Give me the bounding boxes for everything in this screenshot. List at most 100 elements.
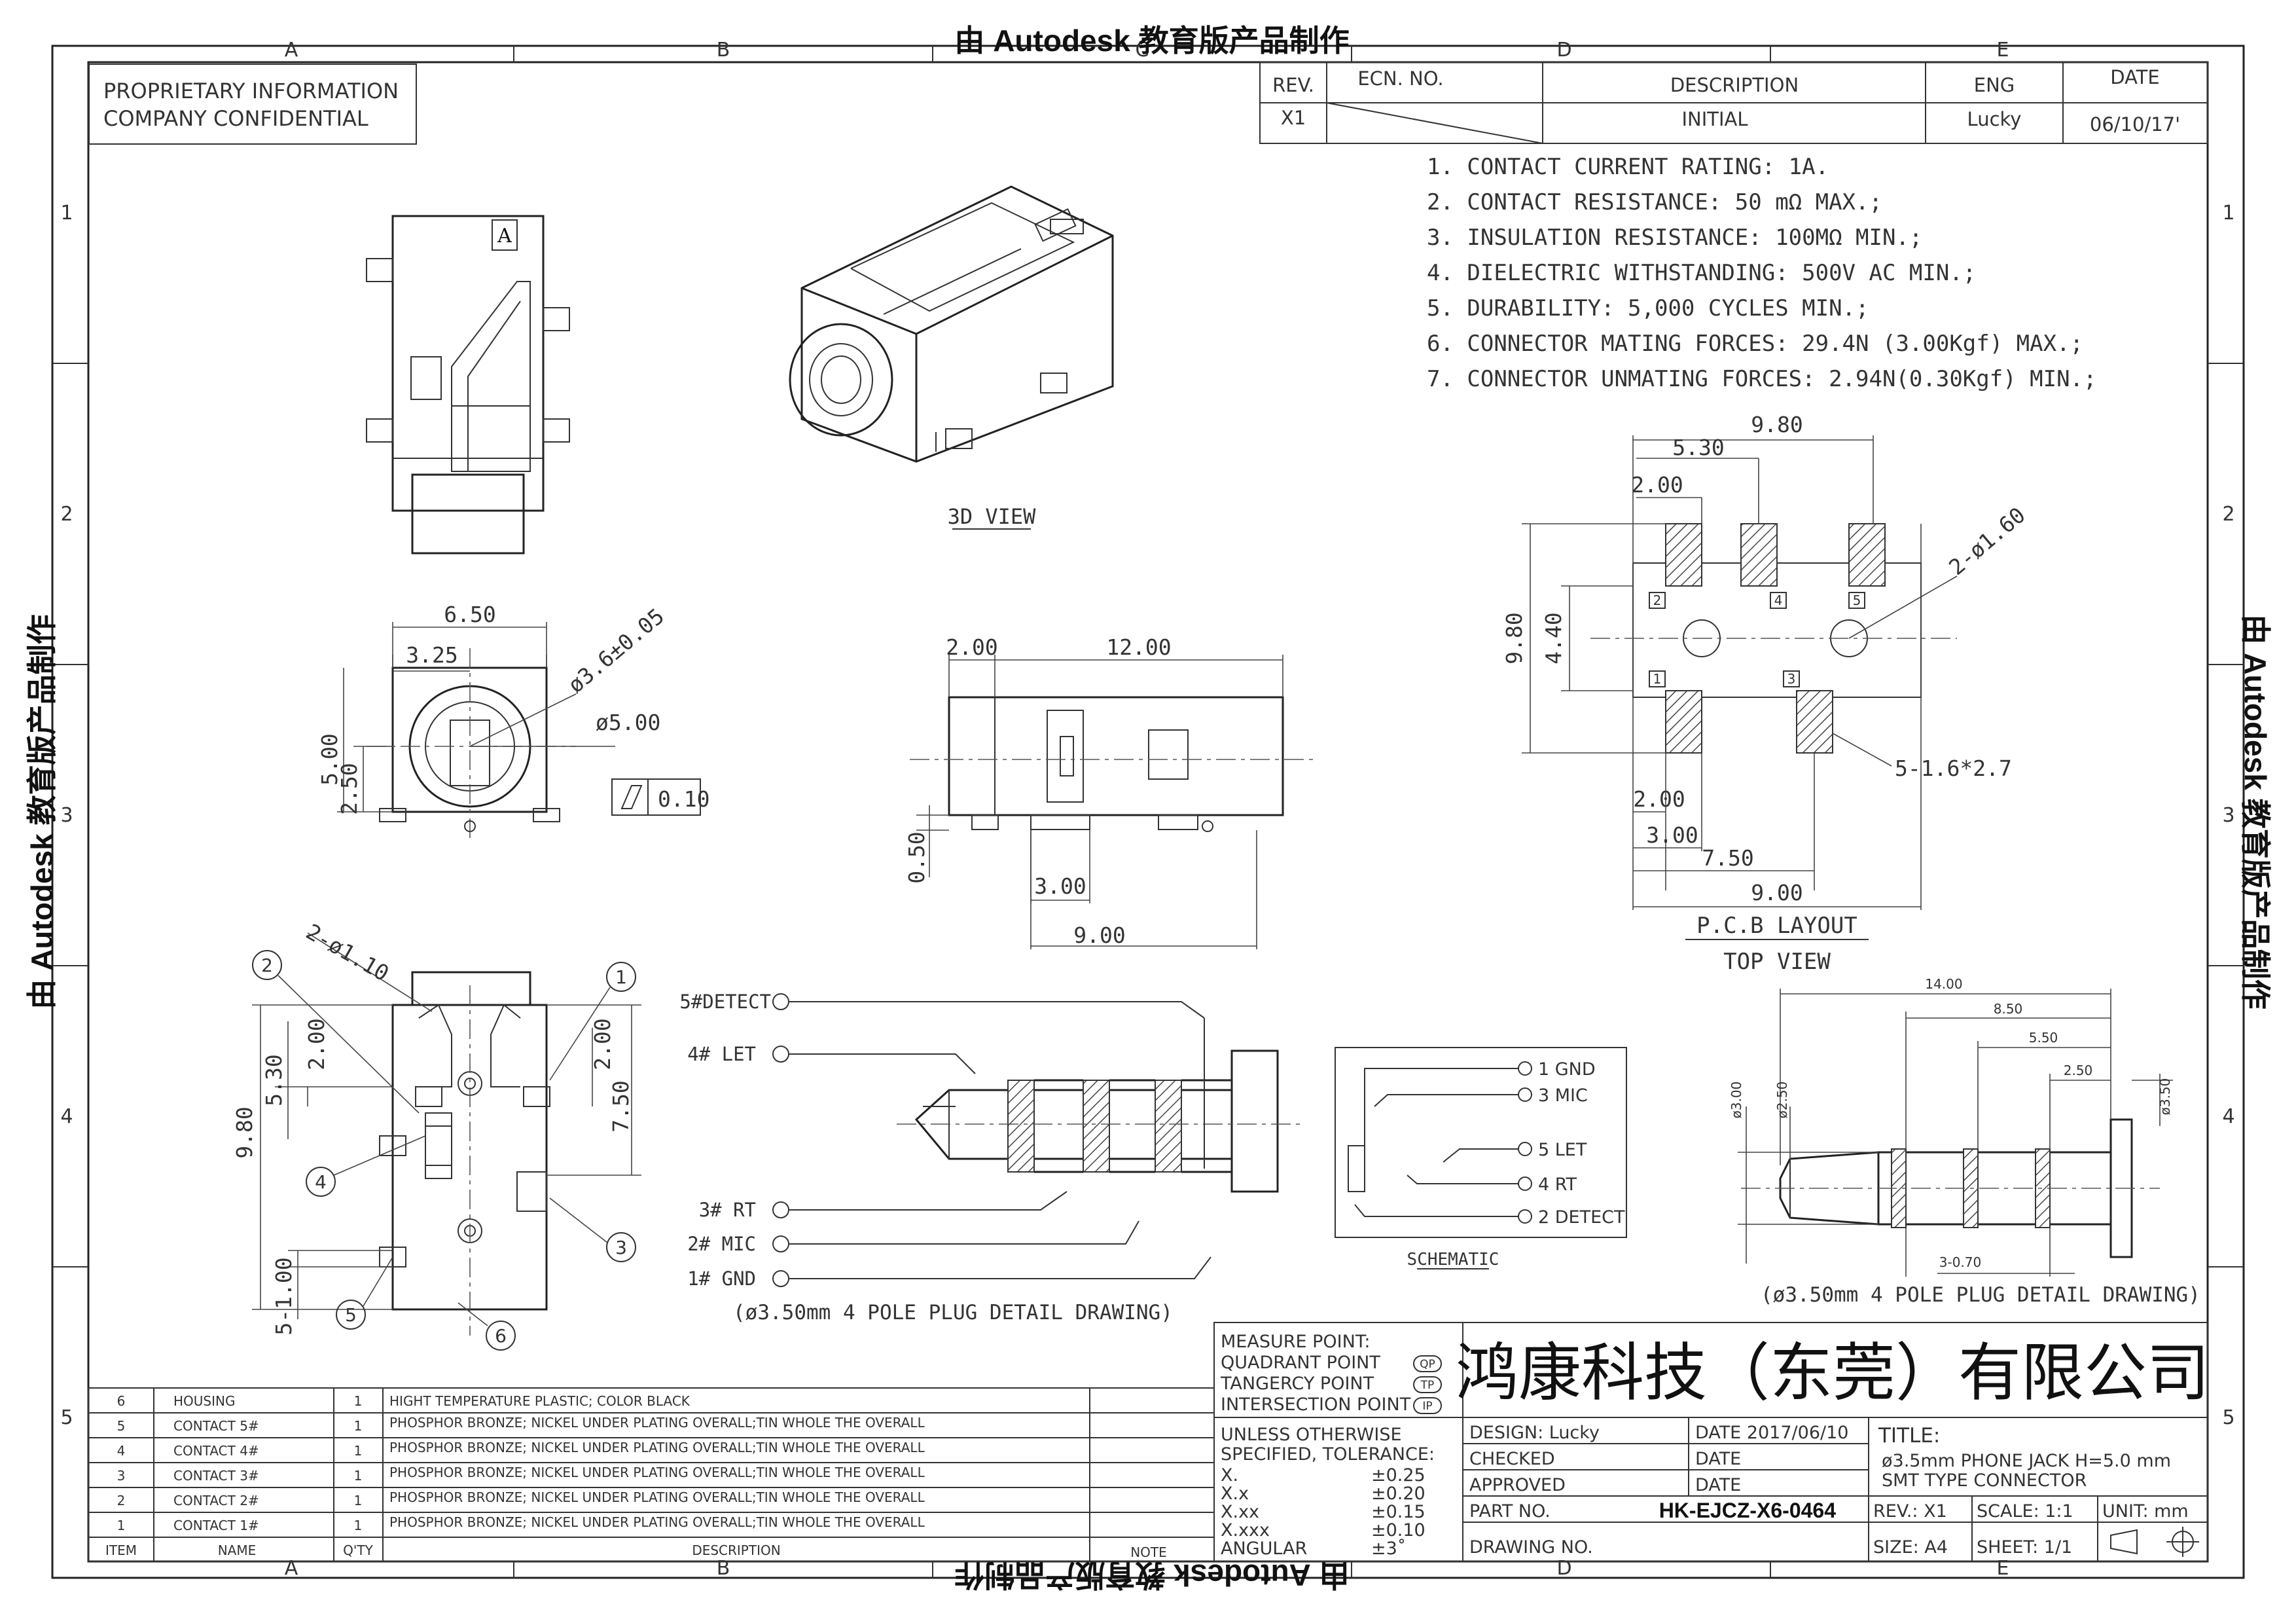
- watermark-left: 由 Autodesk 教育版产品制作: [25, 614, 59, 1009]
- bottom-dim-f: 5-1.00: [271, 1257, 296, 1335]
- plug-label-rt: 3# RT: [699, 1199, 756, 1221]
- bottom-dim-e: 7.50: [608, 1080, 634, 1132]
- tolerance-title1: UNLESS OTHERWISE: [1221, 1425, 1402, 1445]
- bom-row-4-name: CONTACT 4#: [173, 1443, 259, 1459]
- plug2-dim-g: ø3.50: [2157, 1078, 2173, 1116]
- zone-col-e-bottom: E: [1997, 1557, 2009, 1580]
- pcb-pad-num-1: 1: [1653, 671, 1662, 687]
- proprietary-box: [88, 64, 417, 145]
- zone-row-4-left: 4: [60, 1105, 73, 1128]
- bottom-dim-b: 5.30: [261, 1054, 287, 1106]
- pcb-dim-c: 2.00: [1633, 786, 1685, 812]
- tolerance-val-2: ±0.15: [1371, 1502, 1426, 1522]
- spec-3: 3. INSULATION RESISTANCE: 100MΩ MIN.;: [1427, 225, 1922, 251]
- bom-rows: 6 HOUSING 1 HIGHT TEMPERATURE PLASTIC; C…: [105, 1393, 1167, 1560]
- plug-detail-caption: (ø3.50mm 4 POLE PLUG DETAIL DRAWING): [733, 1301, 1173, 1324]
- proprietary-line2: COMPANY CONFIDENTIAL: [103, 106, 368, 131]
- rev-header-date: DATE: [2110, 66, 2159, 88]
- bottom-dim-holes: 2-ø1.10: [302, 919, 393, 986]
- bottom-dim-a: 2.00: [304, 1018, 329, 1070]
- bom-row-2-desc: PHOSPHOR BRONZE; NICKEL UNDER PLATING OV…: [389, 1489, 925, 1505]
- bom-row-6-desc: HIGHT TEMPERATURE PLASTIC; COLOR BLACK: [389, 1393, 691, 1409]
- plug2-dim-e: ø3.00: [1729, 1082, 1744, 1119]
- zone-row-2-right: 2: [2222, 503, 2234, 526]
- watermark-top: 由 Autodesk 教育版产品制作: [954, 24, 1349, 58]
- pcb-dim-d: 3.00: [1646, 822, 1698, 848]
- measure-tp: TANGERCY POINT: [1220, 1374, 1374, 1394]
- tb-title2: SMT TYPE CONNECTOR: [1882, 1470, 2087, 1491]
- rev-header-eng: ENG: [1974, 74, 2015, 96]
- tolerance-block: UNLESS OTHERWISE SPECIFIED, TOLERANCE: X…: [1221, 1425, 1435, 1559]
- bottom-view-drawing: [252, 932, 641, 1336]
- tolerance-key-4: ANGULAR: [1221, 1539, 1307, 1559]
- spec-5: 5. DURABILITY: 5,000 CYCLES MIN.;: [1427, 295, 1869, 321]
- front-dim-h: 5.00: [317, 733, 342, 785]
- side-dim-a: 2.00: [946, 634, 997, 660]
- pcb-pad-num-5: 5: [1853, 593, 1861, 608]
- measure-tp-tag: TP: [1420, 1379, 1435, 1392]
- plug-drawing: [772, 993, 1302, 1287]
- zone-row-5-left: 5: [60, 1406, 73, 1429]
- front-dim-w: 6.50: [444, 602, 495, 627]
- measure-ip-tag: IP: [1422, 1400, 1432, 1413]
- company-name: 鸿康科技（东莞）有限公司: [1456, 1336, 2210, 1410]
- tb-drawing-no: DRAWING NO.: [1469, 1537, 1593, 1558]
- bom-row-5-item: 5: [117, 1418, 126, 1434]
- pcb-dim-pads: 5-1.6*2.7: [1895, 756, 2012, 781]
- top-view-drawing: A: [366, 215, 570, 555]
- zone-col-d-bottom: D: [1556, 1557, 1571, 1580]
- pcb-pad-num-3: 3: [1787, 671, 1796, 687]
- tb-checked: CHECKED: [1469, 1449, 1555, 1469]
- title-block-fields: DESIGN: Lucky DATE 2017/06/10 CHECKED DA…: [1469, 1423, 2189, 1558]
- bom-header-desc: DESCRIPTION: [692, 1542, 780, 1558]
- plug-detail-drawing: [1738, 989, 2173, 1277]
- spec-2: 2. CONTACT RESISTANCE: 50 mΩ MAX.;: [1427, 189, 1882, 215]
- balloon-1: 1: [615, 966, 627, 988]
- tolerance-val-0: ±0.25: [1371, 1465, 1426, 1486]
- zone-row-5-right: 5: [2222, 1406, 2234, 1429]
- balloon-5: 5: [345, 1304, 357, 1326]
- bom-header-item: ITEM: [105, 1542, 137, 1558]
- plug2-dim-h: 3-0.70: [1939, 1254, 1981, 1270]
- tb-title1: ø3.5mm PHONE JACK H=5.0 mm: [1882, 1451, 2171, 1471]
- pcb-dims: 9.80 5.30 2.00 9.80 4.40 2-ø1.60 5-1.6*2…: [1501, 412, 2030, 905]
- bom-row-3-qty: 1: [354, 1468, 363, 1484]
- bottom-dim-d: 2.00: [590, 1018, 615, 1070]
- side-dim-b: 12.00: [1106, 634, 1171, 660]
- schematic-label-let: 5 LET: [1538, 1140, 1587, 1160]
- zone-col-a-bottom: A: [285, 1557, 298, 1580]
- tolerance-val-1: ±0.20: [1371, 1484, 1426, 1504]
- balloon-6: 6: [495, 1325, 507, 1347]
- outer-border: [51, 45, 2245, 1579]
- bom-header-qty: Q'TY: [343, 1542, 373, 1558]
- zone-col-d-top: D: [1556, 39, 1571, 62]
- bottom-dims: 2-ø1.10 2.00 5.30 9.80 2.00 7.50 5-1.00: [232, 919, 634, 1335]
- view-pcb-label: P.C.B LAYOUT: [1696, 913, 1857, 939]
- bom-header-name: NAME: [218, 1542, 257, 1558]
- bom-row-2-item: 2: [117, 1493, 126, 1508]
- measure-qp-tag: QP: [1420, 1358, 1435, 1371]
- side-dim-d: 3.00: [1034, 873, 1086, 899]
- measure-qp: QUADRANT POINT: [1221, 1353, 1380, 1373]
- pcb-dim-b: 2.00: [1631, 472, 1683, 498]
- watermark-bottom: 由 Autodesk 教育版产品制作: [954, 1558, 1349, 1592]
- plug-label-detect: 5#DETECT: [679, 991, 771, 1013]
- view-3d-label: 3D VIEW: [948, 504, 1037, 529]
- revision-table: REV. ECN. NO. DESCRIPTION ENG DATE X1 IN…: [1259, 62, 2208, 144]
- pcb-dim-w: 9.80: [1751, 412, 1803, 437]
- zone-col-a-top: A: [285, 39, 298, 62]
- rev-header-ecn: ECN. NO.: [1357, 67, 1443, 90]
- pcb-dim-a: 5.30: [1672, 435, 1724, 460]
- front-dim-d1: ø3.6±0.05: [563, 603, 669, 698]
- watermark-right: 由 Autodesk 教育版产品制作: [2238, 614, 2272, 1009]
- tb-partno: HK-EJCZ-X6-0464: [1659, 1499, 1837, 1522]
- bom-row-1-qty: 1: [354, 1518, 363, 1533]
- rev-row-eng: Lucky: [1967, 108, 2022, 130]
- bom-row-5-qty: 1: [354, 1418, 363, 1434]
- schematic-drawing: [1335, 1047, 1627, 1238]
- tb-partno-label: PART NO.: [1469, 1501, 1551, 1522]
- tb-size: SIZE: A4: [1873, 1537, 1948, 1558]
- iso-view-drawing: [789, 185, 1114, 463]
- bom-row-2-qty: 1: [354, 1493, 363, 1508]
